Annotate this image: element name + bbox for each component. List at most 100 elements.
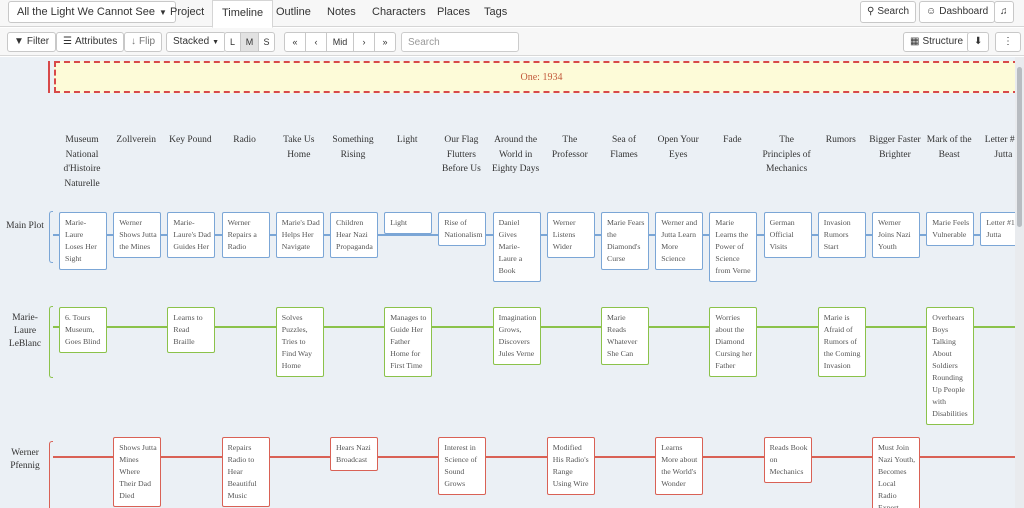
scene-card[interactable]: Marie is Afraid of Rumors of the Coming … [817,307,866,377]
flip-button[interactable]: ↓Flip [124,32,163,52]
chapter-title[interactable]: Rumors [825,135,856,145]
size-large-button[interactable]: L [224,32,241,52]
chapter-title[interactable]: The Principles of Mechanics [762,135,811,174]
scroll-end-button[interactable]: » [374,32,396,52]
chapter-title[interactable]: Around the World in Eighty Days [491,135,540,174]
scene-card[interactable]: Werner and Jutta Learn More Science [655,212,704,270]
chapter-title[interactable]: Letter #1: Jutta [984,135,1022,160]
tab-timeline[interactable]: Timeline [212,0,274,28]
scene-card[interactable]: German Official Visits [763,212,812,258]
chapter-title[interactable]: Bigger Faster Brighter [869,135,921,160]
scene-card[interactable]: Light [384,212,433,234]
structure-button[interactable]: ▦Structure [903,32,971,52]
chapter-title[interactable]: Take Us Home [283,135,315,160]
size-small-button[interactable]: S [258,32,275,52]
caret-down-icon: ▼ [212,39,220,46]
tab-project[interactable]: Project [170,6,205,18]
more-menu-button[interactable]: ⋮ [995,32,1021,52]
stacked-label: Stacked [173,36,210,47]
scroll-right-button[interactable]: › [353,32,375,52]
filter-button[interactable]: ▼Filter [7,32,57,52]
chapter-title[interactable]: Sea of Flames [610,135,638,160]
tab-outline[interactable]: Outline [276,6,311,18]
scene-card[interactable]: Learns More about the World's Wonder [655,437,704,495]
scroll-start-button[interactable]: « [284,32,306,52]
more-vertical-icon: ⋮ [1003,36,1013,47]
scrollbar-thumb[interactable] [1017,67,1022,227]
scene-card[interactable]: Imagination Grows, Discovers Jules Verne [492,307,541,365]
scene-card[interactable]: Repairs Radio to Hear Beautiful Music [221,437,270,507]
act-label: One: 1934 [520,72,563,83]
scene-card[interactable]: Solves Puzzles, Tries to Find Way Home [275,307,324,377]
chapter-title[interactable]: Key Pound [169,135,212,145]
tab-characters[interactable]: Characters [372,6,426,18]
scene-card[interactable]: Hears Nazi Broadcast [330,437,378,471]
scene-card[interactable]: Marie Feels Vulnerable [926,212,975,246]
chapter-title[interactable]: Zollverein [116,135,156,145]
scene-card[interactable]: Reads Book on Mechanics [763,437,812,483]
vertical-scrollbar[interactable] [1015,57,1024,508]
scene-card[interactable]: Werner Listens Wider [546,212,595,258]
scene-card[interactable]: Werner Repairs a Radio [221,212,270,258]
chapter-title[interactable]: Museum National d'Histoire Naturelle [63,135,101,189]
plotline-label[interactable]: Marie-Laure LeBlanc [8,313,42,349]
chapter-title[interactable]: Open Your Eyes [657,135,699,160]
scene-card[interactable]: Rise of Nationalism [438,212,487,246]
tab-tags[interactable]: Tags [484,6,508,18]
scene-card[interactable]: Modified His Radio's Range Using Wire [546,437,595,495]
plotline-label[interactable]: Main Plot [6,221,44,231]
attributes-button[interactable]: ☰Attributes [56,32,125,52]
act-band[interactable]: One: 1934 [54,61,1024,93]
scene-card[interactable]: Children Hear Nazi Propaganda [330,212,378,258]
top-nav: All the Light We Cannot See▼ Project Tim… [0,0,1024,28]
notifications-button[interactable]: ♫ [994,1,1014,23]
scene-card[interactable]: Invasion Rumors Start [817,212,866,258]
chapter-title[interactable]: Fade [723,135,742,145]
flip-label: Flip [139,36,156,47]
project-title: All the Light We Cannot See [17,6,155,18]
scene-card[interactable]: Marie Learns the Power of Science from V… [709,212,758,282]
scene-card[interactable]: Interest in Science of Sound Grows [438,437,487,495]
dashboard-button[interactable]: ☺Dashboard [919,1,996,23]
search-button-label: Search [877,6,910,17]
scene-card[interactable]: Marie's Dad Helps Her Navigate [275,212,324,258]
scroll-mid-button[interactable]: Mid [326,32,354,52]
scroll-nav-group: « ‹ Mid › » [284,32,396,52]
tab-places[interactable]: Places [437,6,471,18]
scene-card[interactable]: Werner Joins Nazi Youth [872,212,920,258]
structure-icon: ▦ [910,36,920,47]
filter-icon: ▼ [14,36,24,47]
scene-card[interactable]: 6. Tours Museum, Goes Blind [59,307,107,353]
scene-card[interactable]: Werner Shows Jutta the Mines [113,212,162,258]
search-button[interactable]: ⚲Search [860,1,917,23]
chapter-title[interactable]: Something Rising [332,135,374,160]
timeline-toolbar: ▼Filter ☰Attributes ↓Flip Stacked▼ L M S… [0,28,1024,56]
chapter-title[interactable]: Mark of the Beast [926,135,972,160]
scene-card[interactable]: Must Join Nazi Youth, Becomes Local Radi… [872,437,920,508]
scene-card[interactable]: Marie Fears the Diamond's Curse [601,212,649,270]
tab-notes[interactable]: Notes [327,6,356,18]
scene-card[interactable]: Shows Jutta Mines Where Their Dad Died [113,437,162,507]
plotline-label[interactable]: Werner Pfennig [10,448,40,471]
chapter-title[interactable]: The Professor [551,135,588,160]
scene-card[interactable]: Worries about the Diamond Cursing her Fa… [709,307,758,377]
project-selector[interactable]: All the Light We Cannot See▼ [8,1,176,23]
scene-card[interactable]: Daniel Gives Marie-Laure a Book [492,212,541,282]
stacked-dropdown[interactable]: Stacked▼ [166,32,227,52]
scene-card[interactable]: Marie Reads Whatever She Can [601,307,649,365]
scroll-left-button[interactable]: ‹ [305,32,327,52]
scene-card[interactable]: Overhears Boys Talking About Soldiers Ro… [926,307,975,425]
size-medium-button[interactable]: M [240,32,259,52]
scene-card[interactable]: Marie-Laure's Dad Guides Her [167,212,216,258]
chapter-title[interactable]: Light [396,135,418,145]
user-icon: ☺ [926,6,937,17]
export-button[interactable]: ⬇ [967,32,990,52]
scene-card[interactable]: Learns to Read Braille [167,307,216,353]
scene-card[interactable]: Manages to Guide Her Father Home for Fir… [384,307,433,377]
plotline-bracket [49,306,53,378]
scene-card[interactable]: Marie-Laure Loses Her Sight [59,212,107,270]
chapter-title[interactable]: Radio [233,135,256,145]
bell-icon: ♫ [1000,6,1008,17]
chapter-title[interactable]: Our Flag Flutters Before Us [442,135,481,174]
timeline-search-input[interactable] [401,32,519,52]
